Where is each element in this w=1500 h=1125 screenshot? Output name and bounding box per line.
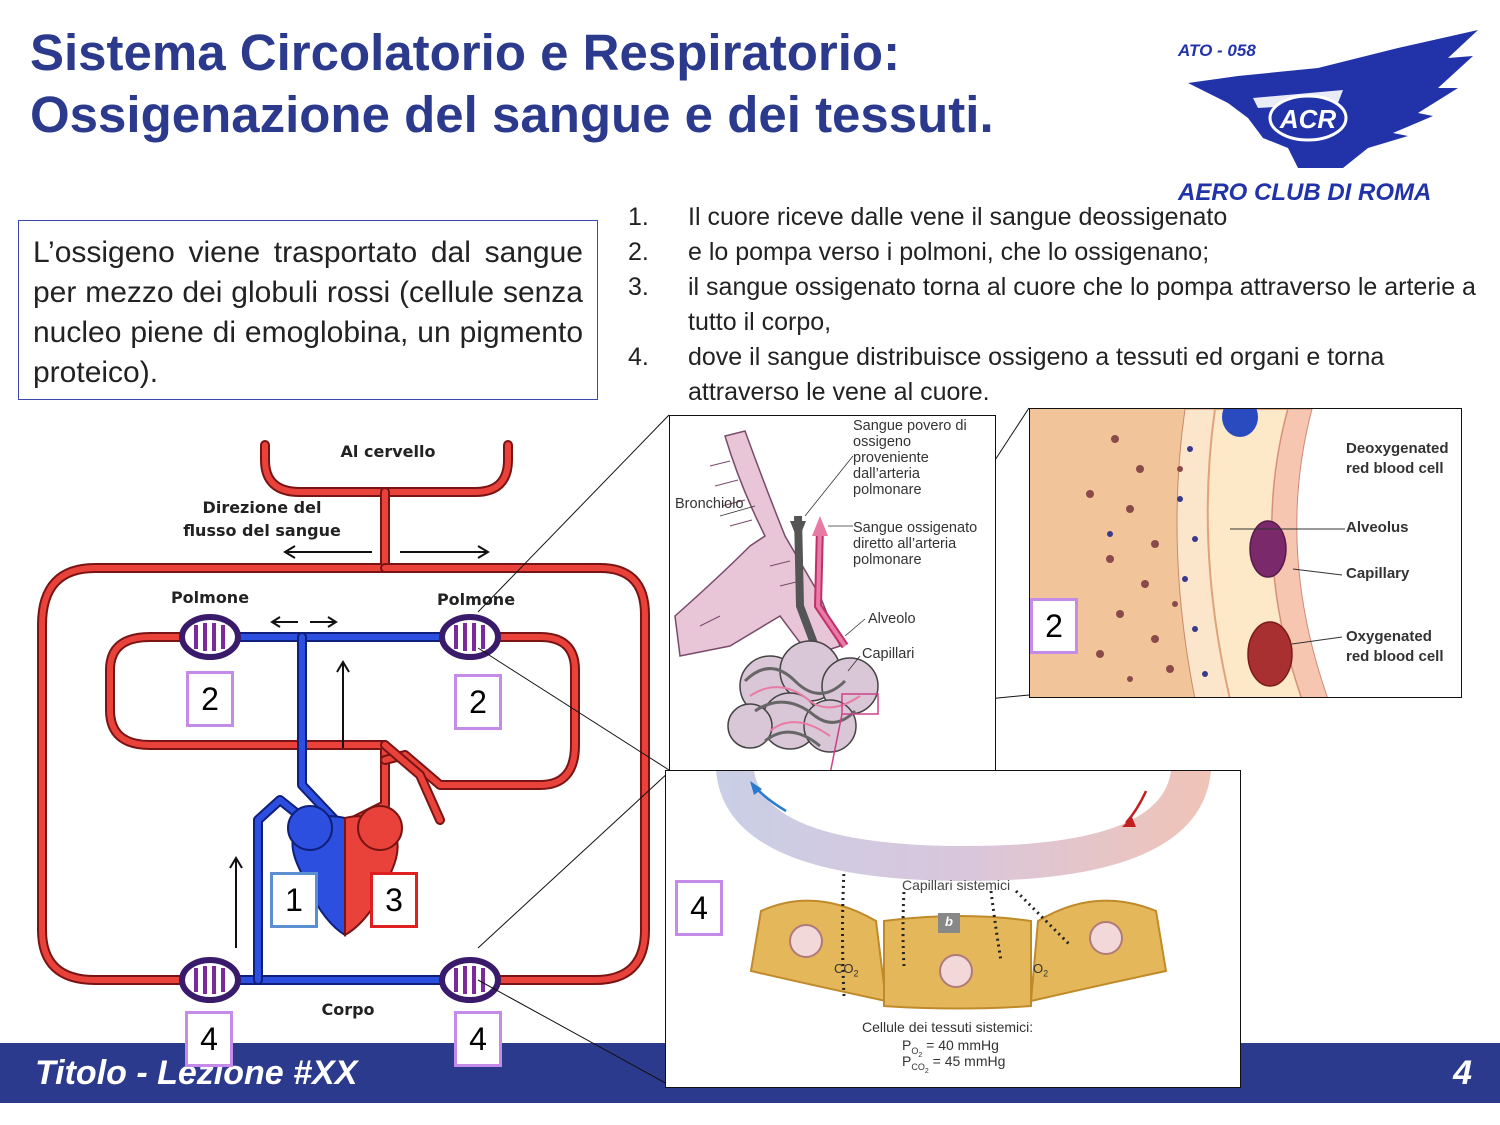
badge-3-heart: 3 xyxy=(370,872,418,928)
alveolus-label-capillary: Capillary xyxy=(1346,565,1410,582)
title-line-2: Ossigenazione del sangue e dei tessuti. xyxy=(30,86,994,143)
intro-text-box: L’ossigeno viene trasportato dal sangue … xyxy=(18,220,598,400)
alveolus-label-oxy-2: red blood cell xyxy=(1346,648,1444,665)
tissue-label-cells: Cellule dei tessuti sistemici: xyxy=(862,1019,1034,1035)
slide-title: Sistema Circolatorio e Respiratorio:Ossi… xyxy=(30,22,1160,146)
lung-label-poor-4: dall’arteria xyxy=(853,466,920,482)
bronchiole-illustration-icon xyxy=(674,430,879,772)
lung-label-alveolus: Alveolo xyxy=(868,611,916,627)
label-lung-right: Polmone xyxy=(437,590,515,609)
capillary-bed-lung-left-icon xyxy=(179,614,241,660)
eagle-logo-icon: ACR ATO - 058 AERO CLUB DI ROMA xyxy=(1177,30,1478,206)
circulation-diagram: Al cervello Direzione del flusso del san… xyxy=(37,440,650,1019)
tissue-label-co2: CO2 xyxy=(834,961,859,979)
label-lung-left: Polmone xyxy=(171,588,249,607)
step-text: il sangue ossigenato torna al cuore che … xyxy=(688,273,1476,336)
step-number: 3. xyxy=(628,273,649,301)
step-text: e lo pompa verso i polmoni, che lo ossig… xyxy=(688,238,1210,266)
pco2-sub2: 2 xyxy=(924,1067,929,1075)
step-number: 1. xyxy=(628,203,649,231)
step-text: dove il sangue distribuisce ossigeno a t… xyxy=(688,343,1385,406)
heart-icon xyxy=(287,805,403,937)
step-number: 4. xyxy=(628,343,649,371)
page-number: 4 xyxy=(1453,1054,1472,1092)
badge-2-lung-right: 2 xyxy=(454,674,502,730)
lung-label-ox-2: diretto all’arteria xyxy=(853,536,957,552)
label-direction-1: Direzione del xyxy=(203,498,322,517)
label-direction-2: flusso del sangue xyxy=(183,521,341,540)
po2-p: P xyxy=(902,1037,912,1053)
step-number: 2. xyxy=(628,238,649,266)
lung-label-poor: Sangue povero di ossigeno proveniente da… xyxy=(853,418,967,498)
title-line-1: Sistema Circolatorio e Respiratorio: xyxy=(30,24,901,81)
alveolus-label-deoxy-2: red blood cell xyxy=(1346,460,1444,477)
po2-sub2: 2 xyxy=(918,1051,923,1059)
alveolus-label-deoxy: Deoxygenated red blood cell xyxy=(1346,439,1449,479)
logo-code: ATO - 058 xyxy=(1177,41,1256,60)
lung-label-poor-1: Sangue povero di xyxy=(853,418,967,434)
badge-4-body-right: 4 xyxy=(454,1011,502,1067)
badge-4-body-left: 4 xyxy=(185,1011,233,1067)
pco2-sub: CO xyxy=(911,1061,925,1072)
capillary-bed-body-right-icon xyxy=(439,957,501,1003)
flow-arrows-icon xyxy=(229,545,490,948)
tissue-label-pco2: PCO2 = 45 mmHg xyxy=(902,1053,1005,1075)
step-item: 4. dove il sangue distribuisce ossigeno a… xyxy=(628,340,1478,410)
alveolus-label-oxy-1: Oxygenated xyxy=(1346,628,1432,645)
label-brain: Al cervello xyxy=(341,442,436,461)
po2-sub: O xyxy=(911,1045,919,1056)
capillary-bed-body-left-icon xyxy=(179,957,241,1003)
tissue-label-po2: PO2 = 40 mmHg xyxy=(902,1037,999,1059)
po2-value: = 40 mmHg xyxy=(922,1037,999,1053)
logo-name: AERO CLUB DI ROMA xyxy=(1177,179,1431,206)
lung-label-poor-2: ossigeno xyxy=(853,434,912,450)
lung-label-oxygenated: Sangue ossigenato diretto all’arteria po… xyxy=(853,520,977,568)
co2-sub: 2 xyxy=(853,968,859,979)
aero-club-logo: ACR ATO - 058 AERO CLUB DI ROMA xyxy=(1168,28,1483,208)
badge-2-alveolus: 2 xyxy=(1030,598,1078,654)
steps-list: 1. Il cuore riceve dalle vene il sangue d… xyxy=(628,200,1478,410)
lung-alveoli-panel: Sangue povero di ossigeno proveniente da… xyxy=(669,415,996,773)
step-item: 3. il sangue ossigenato torna al cuore ch… xyxy=(628,270,1478,340)
lung-label-ox-3: polmonare xyxy=(853,552,922,568)
pco2-p: P xyxy=(902,1053,912,1069)
lung-label-bronchiole: Bronchiolo xyxy=(675,496,744,512)
tissue-capillary-illustration-icon xyxy=(716,771,1211,1010)
lung-label-capillaries: Capillari xyxy=(862,646,915,662)
lung-label-poor-5: polmonare xyxy=(853,482,922,498)
pco2-value: = 45 mmHg xyxy=(928,1053,1006,1069)
lung-label-poor-3: proveniente xyxy=(853,450,929,466)
step-item: 1. Il cuore riceve dalle vene il sangue d… xyxy=(628,200,1478,235)
step-text: Il cuore riceve dalle vene il sangue deo… xyxy=(688,203,1228,231)
o2-sub: 2 xyxy=(1043,968,1049,979)
alveolus-label-alveolus: Alveolus xyxy=(1346,519,1409,536)
alveolus-label-oxy: Oxygenated red blood cell xyxy=(1346,627,1444,667)
badge-4-tissue: 4 xyxy=(675,880,723,936)
capillary-bed-lung-right-icon xyxy=(439,614,501,660)
co2-text: CO xyxy=(834,961,854,976)
lung-label-ox-1: Sangue ossigenato xyxy=(853,520,978,536)
tissue-label-o2: O2 xyxy=(1033,961,1048,979)
logo-monogram: ACR xyxy=(1279,104,1337,134)
tissue-capillary-panel: Capillari sistemici b CO2 O2 Cellule dei… xyxy=(665,770,1241,1088)
o2-text: O xyxy=(1033,961,1044,976)
alveolus-label-deoxy-1: Deoxygenated xyxy=(1346,440,1449,457)
tissue-label-b: b xyxy=(945,914,953,929)
label-body: Corpo xyxy=(321,1000,374,1019)
badge-1-heart: 1 xyxy=(270,872,318,928)
badge-2-lung-left: 2 xyxy=(186,671,234,727)
alveolus-panel: Deoxygenated red blood cell Alveolus Cap… xyxy=(1029,408,1462,698)
tissue-label-capillaries: Capillari sistemici xyxy=(902,877,1011,893)
step-item: 2. e lo pompa verso i polmoni, che lo oss… xyxy=(628,235,1478,270)
